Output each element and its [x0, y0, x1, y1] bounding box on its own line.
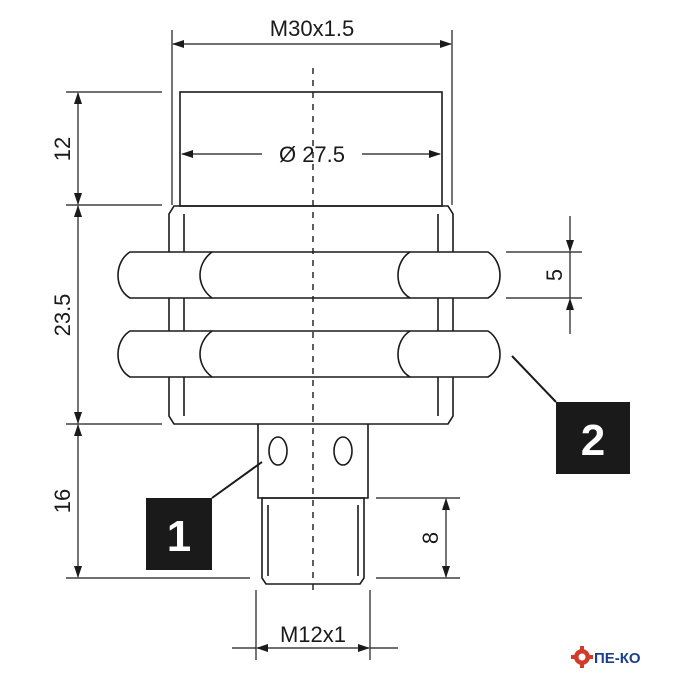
label-thread-main: M30x1.5 — [270, 16, 354, 41]
label-connector-thread: M12x1 — [280, 622, 346, 647]
gear-icon — [571, 646, 593, 668]
connector-hole-right — [333, 436, 353, 466]
callout-leader-2 — [511, 355, 557, 403]
label-diameter: Ø 27.5 — [279, 142, 345, 167]
company-logo: ПЕ-КО — [571, 646, 641, 668]
connector-hole-left — [268, 436, 288, 466]
nut-lower — [117, 330, 501, 378]
callout-2-label: 2 — [581, 416, 605, 465]
label-nut-thickness: 5 — [542, 269, 567, 281]
logo-text: ПЕ-КО — [594, 650, 641, 667]
label-connector-thread-length: 8 — [418, 532, 443, 544]
label-thread-length: 23.5 — [50, 294, 75, 337]
callout-leader-1 — [211, 461, 263, 499]
callout-1: 1 — [146, 498, 212, 570]
threaded-body — [168, 205, 454, 425]
connector-neck — [257, 424, 369, 499]
label-connector-length: 16 — [50, 489, 75, 513]
callout-1-label: 1 — [167, 512, 191, 561]
nut-upper — [117, 251, 501, 299]
callout-2: 2 — [556, 402, 630, 474]
connector-thread — [261, 497, 365, 585]
label-cap-height: 12 — [50, 137, 75, 161]
